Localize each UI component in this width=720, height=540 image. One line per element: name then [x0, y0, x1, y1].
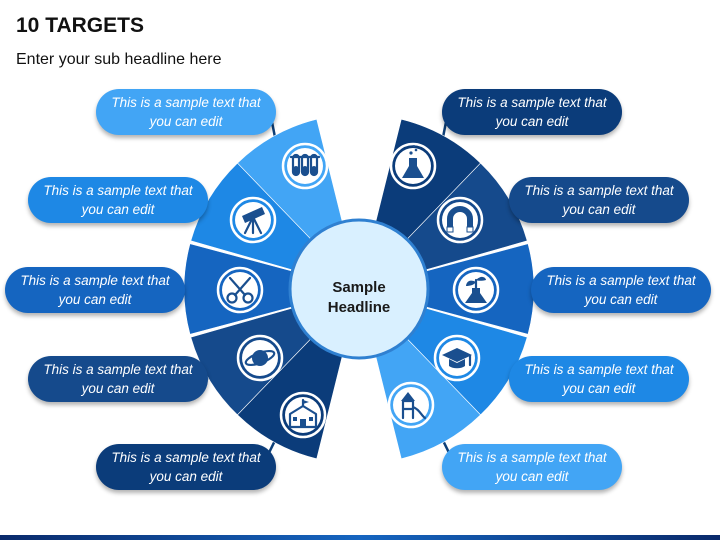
target-text-9: This is a sample text that you can edit [509, 356, 689, 402]
icon-circles [216, 142, 500, 439]
playground-icon [401, 392, 427, 420]
bottom-accent-bar [0, 535, 720, 540]
target-text-5: This is a sample text that you can edit [96, 444, 276, 490]
plant-flask-icon [465, 276, 487, 303]
icon-badge-9 [433, 334, 481, 382]
icon-badge-1 [281, 142, 329, 190]
target-text-10: This is a sample text that you can edit [442, 444, 622, 490]
magnet-icon [446, 206, 474, 233]
target-text-7: This is a sample text that you can edit [509, 177, 689, 223]
center-headline-line2: Headline [327, 299, 391, 316]
icon-badge-3 [216, 266, 264, 314]
scissors-icon [226, 276, 254, 304]
icon-badge-6 [389, 142, 437, 190]
target-text-2: This is a sample text that you can edit [28, 177, 208, 223]
page-subtitle: Enter your sub headline here [16, 51, 222, 68]
icon-badge-10 [387, 381, 435, 429]
target-text-1: This is a sample text that you can edit [96, 89, 276, 135]
center-headline-line1: Sample [332, 279, 386, 296]
test-tubes-icon [289, 153, 321, 177]
center-circle [288, 218, 430, 360]
planet-icon [244, 349, 276, 367]
target-text-6: This is a sample text that you can edit [442, 89, 622, 135]
page-title: 10 TARGETS [16, 14, 144, 37]
flask-icon [402, 145, 424, 178]
target-text-8: This is a sample text that you can edit [531, 267, 711, 313]
icon-badge-2 [229, 196, 277, 244]
school-icon [288, 398, 318, 429]
target-text-4: This is a sample text that you can edit [28, 356, 208, 402]
icon-badge-5 [279, 391, 327, 439]
icon-badge-8 [452, 266, 500, 314]
icon-badge-7 [436, 196, 484, 244]
target-text-3: This is a sample text that you can edit [5, 267, 185, 313]
graduation-cap-icon [442, 348, 472, 369]
telescope-icon [242, 207, 265, 235]
icon-badge-4 [236, 334, 284, 382]
